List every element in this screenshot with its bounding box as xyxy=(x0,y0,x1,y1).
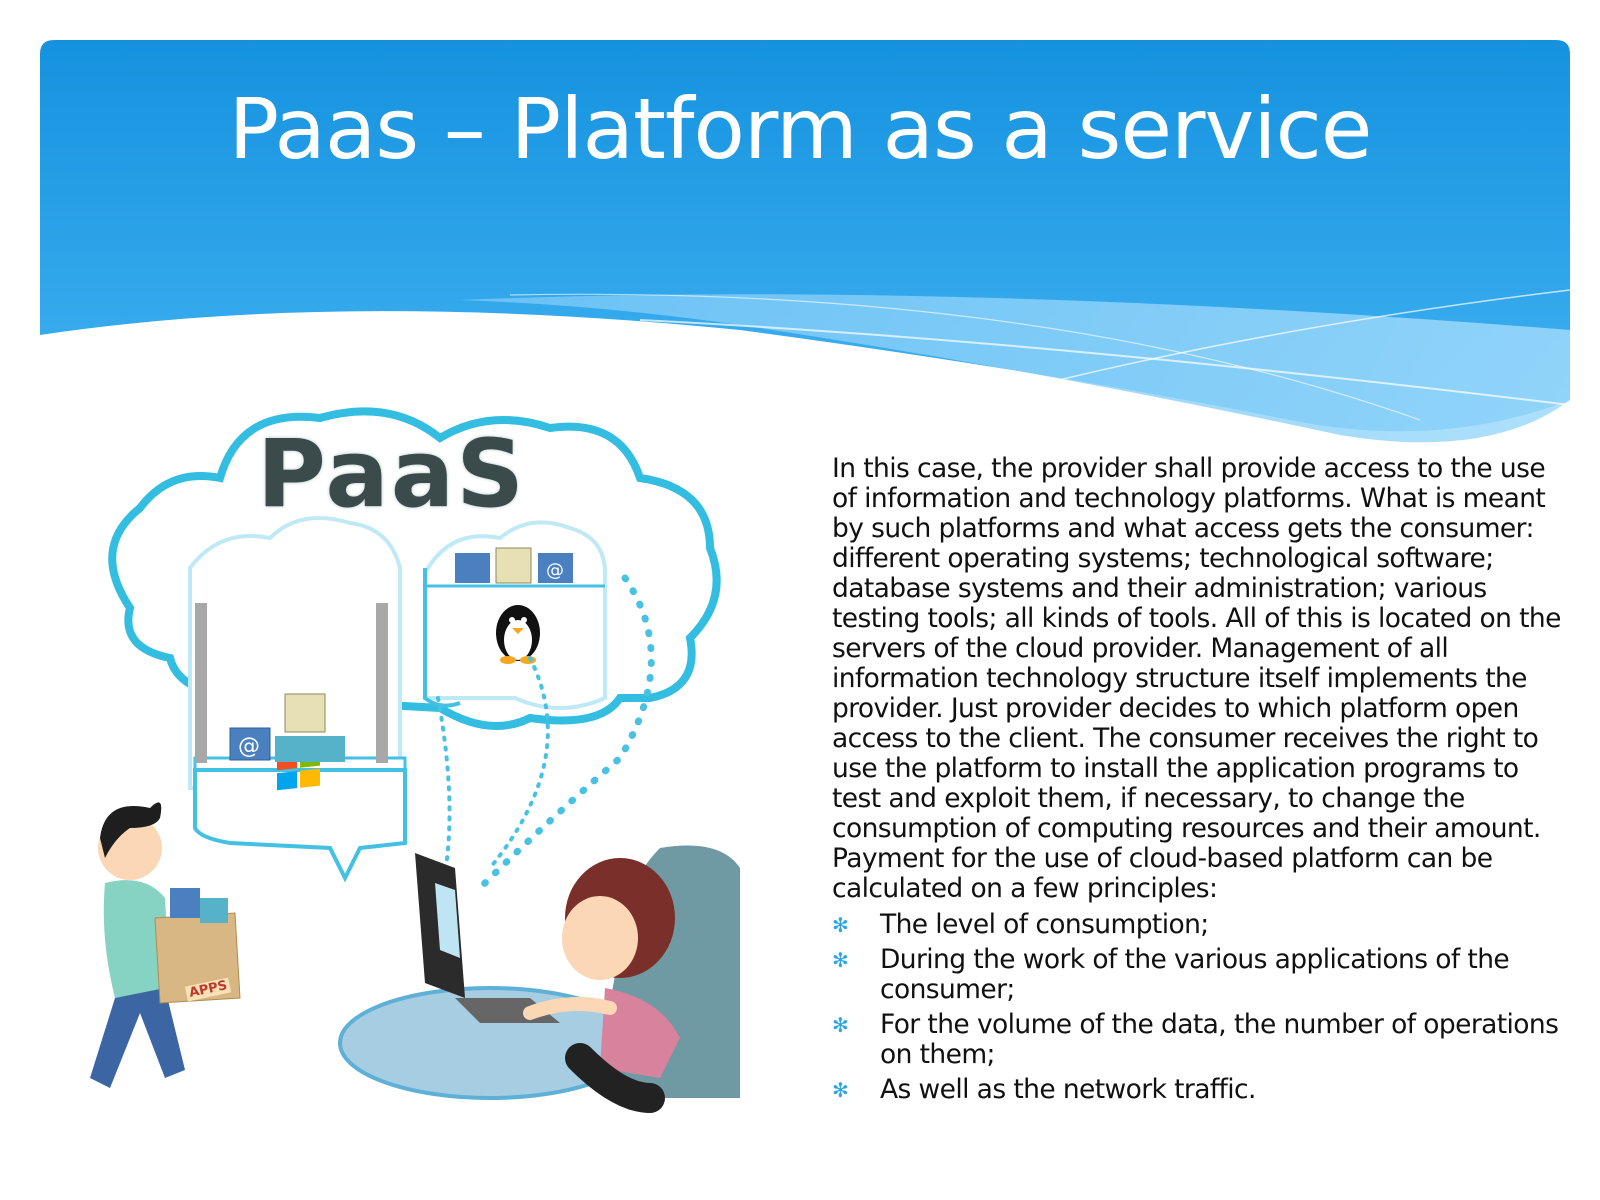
svg-text:@: @ xyxy=(238,734,260,759)
list-item: ✻During the work of the various applicat… xyxy=(832,944,1510,1005)
asterisk-bullet-icon: ✻ xyxy=(832,1013,849,1037)
slide-title: Paas – Platform as a service xyxy=(228,80,1373,178)
paas-illustration: @ @ xyxy=(90,407,740,1113)
svg-text:@: @ xyxy=(546,560,564,581)
email-app-icon xyxy=(229,727,271,761)
content-text: In this case, the provider shall provide… xyxy=(832,454,1572,1110)
list-item: ✻The level of consumption; xyxy=(832,909,1209,940)
list-item: ✻For the volume of the data, the number … xyxy=(832,1009,1559,1070)
penguin-icon xyxy=(496,605,540,664)
asterisk-bullet-icon: ✻ xyxy=(832,913,849,937)
paas-logo-text: PaaS xyxy=(257,420,526,529)
content-paragraph: In this case, the provider shall provide… xyxy=(832,453,1561,904)
bullet-list: ✻The level of consumption; ✻During the w… xyxy=(832,910,1572,1105)
header-wave-background xyxy=(40,40,1570,443)
list-item: ✻As well as the network traffic. xyxy=(832,1074,1256,1105)
asterisk-bullet-icon: ✻ xyxy=(832,948,849,972)
header-banner xyxy=(40,40,1570,460)
asterisk-bullet-icon: ✻ xyxy=(832,1078,849,1102)
computer-icon xyxy=(415,853,560,1023)
